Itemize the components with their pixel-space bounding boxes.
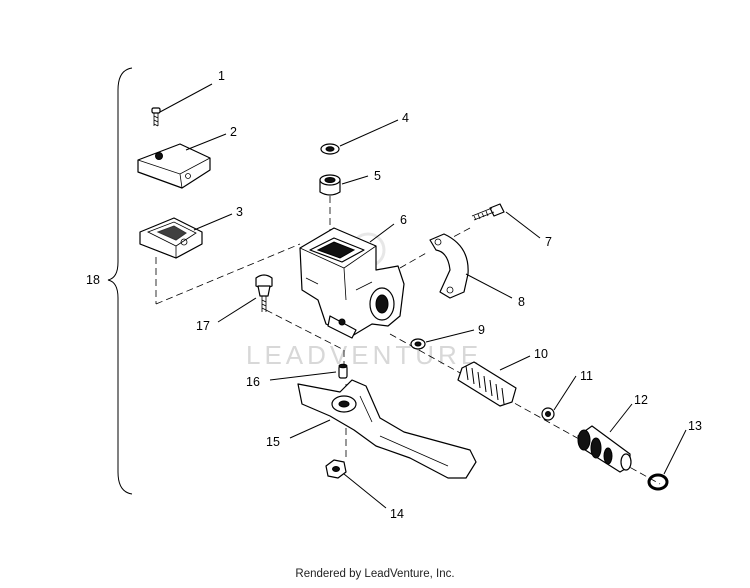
callout-15: 15 [266, 435, 280, 449]
part-reservoir-cover-2 [137, 143, 211, 189]
callout-9: 9 [478, 323, 485, 337]
part-spring-10 [457, 361, 517, 407]
callout-3: 3 [236, 205, 243, 219]
part-washer-11 [541, 407, 555, 421]
assembly-bracket [107, 67, 133, 495]
callout-4: 4 [402, 111, 409, 125]
part-diaphragm-3 [139, 217, 203, 259]
callout-7: 7 [545, 235, 552, 249]
part-washer-4 [320, 143, 340, 155]
part-piston-12 [577, 425, 632, 473]
part-pivot-bolt-17 [255, 274, 273, 312]
part-master-cylinder-6 [299, 227, 405, 339]
callout-6: 6 [400, 213, 407, 227]
callout-2: 2 [230, 125, 237, 139]
callout-11: 11 [580, 369, 593, 383]
callout-17: 17 [196, 319, 210, 333]
callout-16: 16 [246, 375, 260, 389]
part-nut-14 [325, 459, 347, 479]
leader-lines [159, 83, 687, 509]
part-lever-15 [297, 379, 477, 479]
part-screw-1 [151, 107, 161, 127]
callout-12: 12 [634, 393, 648, 407]
callout-10: 10 [534, 347, 548, 361]
callout-1: 1 [218, 69, 225, 83]
watermark-text: LEADVENTURE [246, 340, 482, 370]
part-o-ring-13 [647, 473, 669, 491]
footer-credit: Rendered by LeadVenture, Inc. [295, 568, 455, 580]
callout-14: 14 [390, 507, 404, 521]
callout-13: 13 [688, 419, 702, 433]
part-pin-16 [338, 363, 348, 379]
part-clamp-8 [429, 233, 469, 299]
part-bolt-7 [471, 203, 505, 221]
callout-8: 8 [518, 295, 525, 309]
callout-18: 18 [86, 273, 100, 287]
part-bushing-5 [319, 174, 341, 196]
part-washer-9 [410, 338, 426, 350]
callout-5: 5 [374, 169, 381, 183]
